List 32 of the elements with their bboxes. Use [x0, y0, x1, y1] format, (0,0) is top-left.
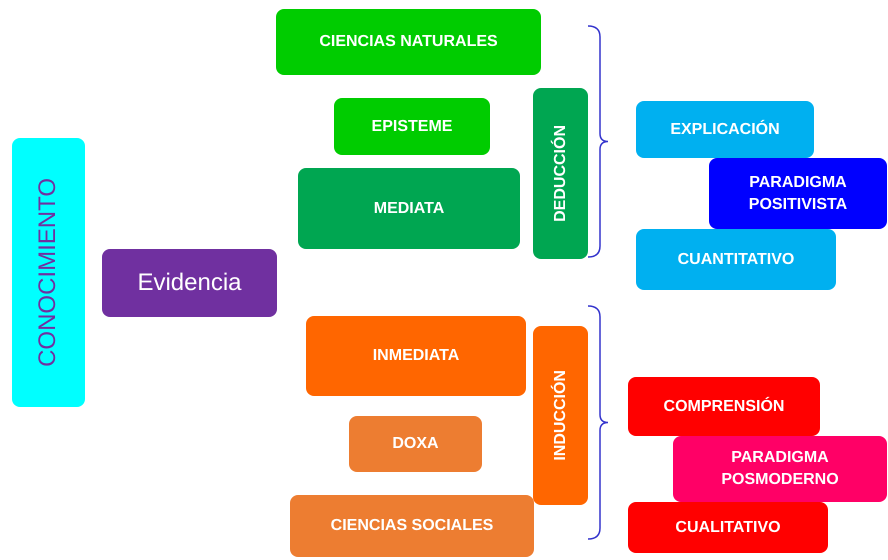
box-label: CUANTITATIVO — [678, 250, 794, 270]
vertical-label-box — [12, 138, 85, 407]
concept-box — [334, 98, 490, 155]
box-label: PARADIGMA POSMODERNO — [720, 448, 840, 490]
concept-box — [673, 436, 887, 502]
box-label: INMEDIATA — [372, 346, 460, 366]
concept-box — [636, 229, 836, 290]
concept-box — [709, 158, 887, 229]
box-label: DEDUCCIÓN — [550, 125, 570, 222]
box-label: CONOCIMIENTO — [33, 178, 62, 367]
box-label: MEDIATA — [374, 198, 444, 219]
box-label: PARADIGMA POSITIVISTA — [748, 172, 848, 214]
concept-box — [628, 377, 820, 436]
box-label: Evidencia — [137, 268, 242, 298]
box-label: CIENCIAS NATURALES — [319, 32, 498, 52]
box-label: EPISTEME — [372, 116, 452, 137]
concept-box — [290, 495, 534, 557]
concept-box — [276, 9, 541, 75]
box-label: DOXA — [392, 434, 439, 454]
concept-box — [102, 249, 277, 317]
box-label: CUALITATIVO — [675, 518, 781, 538]
concept-box — [306, 316, 526, 396]
box-label: EXPLICACIÓN — [670, 118, 780, 140]
box-label: CIENCIAS SOCIALES — [330, 516, 494, 536]
box-label: INDUCCIÓN — [550, 370, 570, 461]
vertical-label-box — [533, 326, 588, 505]
concept-box — [636, 101, 814, 158]
box-label: COMPRENSIÓN — [664, 396, 784, 417]
concept-box — [298, 168, 520, 249]
vertical-label-box — [533, 88, 588, 259]
concept-box — [628, 502, 828, 553]
concept-box — [349, 416, 482, 472]
